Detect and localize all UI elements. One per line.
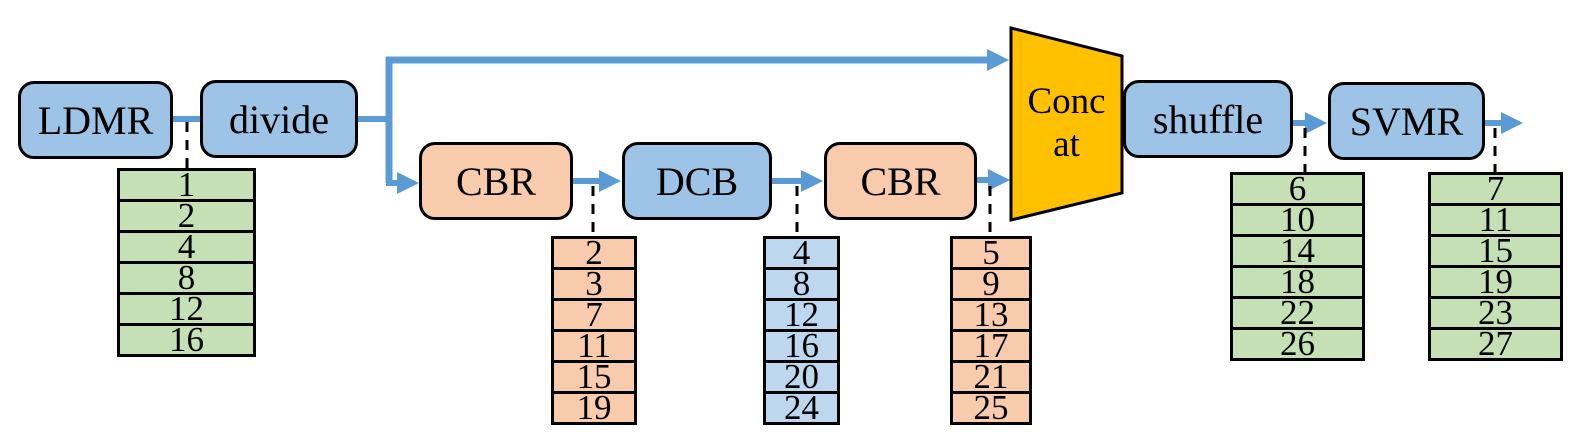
table-cell: 11 bbox=[1431, 202, 1560, 237]
arrowhead-into-cbr2 bbox=[801, 170, 823, 192]
table-cell: 25 bbox=[953, 390, 1029, 425]
table-cell: 5 bbox=[953, 235, 1029, 270]
table-cell: 15 bbox=[554, 359, 634, 394]
block-cbr-2: CBR bbox=[824, 142, 977, 220]
table-cell: 23 bbox=[1431, 295, 1560, 330]
flow-lines bbox=[173, 56, 1505, 186]
table-cell: 13 bbox=[953, 297, 1029, 332]
table-cell: 11 bbox=[554, 328, 634, 363]
arrowhead-into-dcb bbox=[599, 170, 621, 192]
table-cell: 16 bbox=[766, 328, 837, 363]
svmr-output-table: 7 11 15 19 23 27 bbox=[1428, 171, 1563, 361]
table-cell: 2 bbox=[120, 198, 253, 233]
table-cell: 19 bbox=[1431, 264, 1560, 299]
table-cell: 3 bbox=[554, 266, 634, 301]
arrowhead-into-svmr bbox=[1305, 112, 1327, 134]
table-cell: 2 bbox=[554, 235, 634, 270]
concat-trapezoid bbox=[1009, 26, 1124, 222]
block-shuffle: shuffle bbox=[1123, 80, 1293, 158]
table-cell: 20 bbox=[766, 359, 837, 394]
table-cell: 10 bbox=[1233, 202, 1362, 237]
table-cell: 12 bbox=[120, 291, 253, 326]
ldmr-output-table: 1 2 4 8 12 16 bbox=[117, 167, 256, 357]
table-cell: 15 bbox=[1431, 233, 1560, 268]
block-concat-label: Conc at bbox=[1011, 28, 1122, 220]
table-cell: 9 bbox=[953, 266, 1029, 301]
table-cell: 4 bbox=[120, 229, 253, 264]
table-cell: 19 bbox=[554, 390, 634, 425]
arrowhead-into-cbr1 bbox=[397, 172, 419, 194]
block-ldmr: LDMR bbox=[18, 81, 173, 159]
table-cell: 16 bbox=[120, 322, 253, 357]
arrowhead-into-concat bbox=[988, 169, 1010, 191]
table-cell: 14 bbox=[1233, 233, 1362, 268]
cbr1-output-table: 2 3 7 11 15 19 bbox=[551, 235, 637, 425]
table-cell: 18 bbox=[1233, 264, 1362, 299]
arrowhead-skip-into-concat bbox=[987, 49, 1009, 71]
block-dcb: DCB bbox=[622, 142, 772, 220]
arrowheads bbox=[397, 49, 1523, 194]
table-cell: 7 bbox=[1431, 171, 1560, 206]
dcb-output-table: 4 8 12 16 20 24 bbox=[763, 235, 840, 425]
table-cell: 27 bbox=[1431, 326, 1560, 361]
concat-label-line1: Conc bbox=[1027, 81, 1106, 123]
table-cell: 6 bbox=[1233, 171, 1362, 206]
block-cbr-1: CBR bbox=[419, 142, 573, 220]
table-cell: 8 bbox=[766, 266, 837, 301]
shuffle-output-table: 6 10 14 18 22 26 bbox=[1230, 171, 1365, 361]
arrowhead-final-output bbox=[1501, 112, 1523, 134]
table-cell: 24 bbox=[766, 390, 837, 425]
table-cell: 26 bbox=[1233, 326, 1362, 361]
table-cell: 7 bbox=[554, 297, 634, 332]
table-cell: 21 bbox=[953, 359, 1029, 394]
block-divide: divide bbox=[200, 80, 358, 158]
cbr2-output-table: 5 9 13 17 21 25 bbox=[950, 235, 1032, 425]
table-cell: 4 bbox=[766, 235, 837, 270]
dashed-links bbox=[185, 122, 1497, 236]
table-cell: 8 bbox=[120, 260, 253, 295]
table-cell: 22 bbox=[1233, 295, 1362, 330]
block-svmr: SVMR bbox=[1328, 82, 1485, 160]
table-cell: 12 bbox=[766, 297, 837, 332]
concat-label-line2: at bbox=[1053, 124, 1080, 165]
table-cell: 1 bbox=[120, 167, 253, 202]
table-cell: 17 bbox=[953, 328, 1029, 363]
